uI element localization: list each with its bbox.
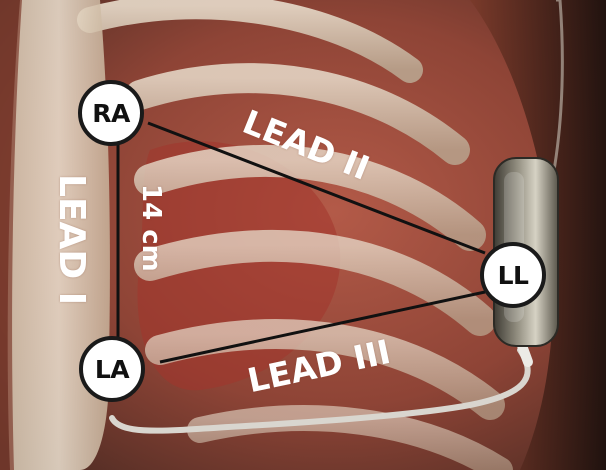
la-electrode: LA bbox=[79, 336, 145, 402]
ll-electrode: LL bbox=[480, 242, 546, 308]
ra-electrode: RA bbox=[78, 80, 144, 146]
distance-label: 14 cm bbox=[136, 184, 166, 272]
ra-electrode-label: RA bbox=[92, 99, 130, 128]
lead-i-label: LEAD I bbox=[51, 174, 92, 305]
la-electrode-label: LA bbox=[95, 355, 129, 384]
ll-electrode-label: LL bbox=[498, 261, 529, 290]
